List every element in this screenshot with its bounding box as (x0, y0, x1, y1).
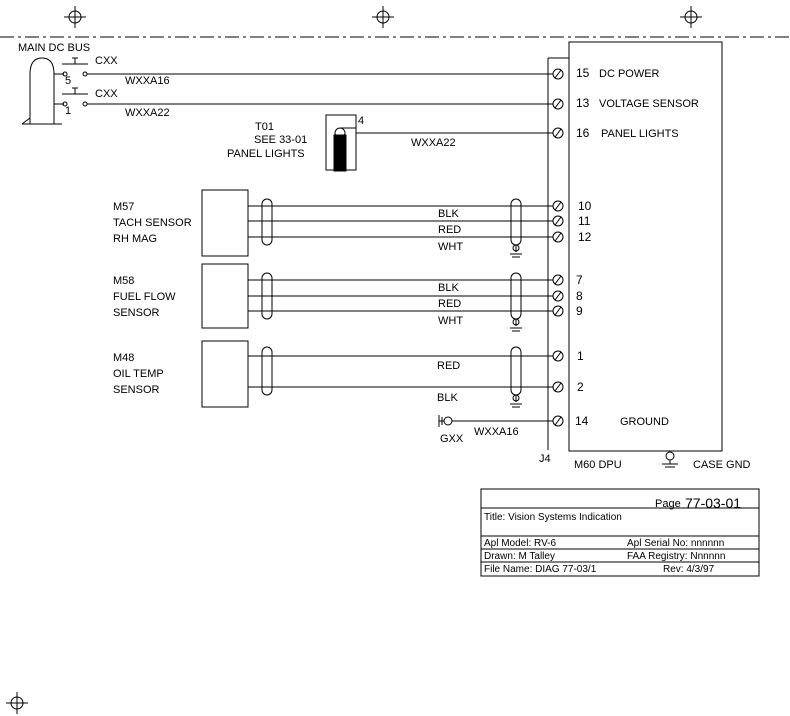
sensor-m58-box (201, 263, 249, 329)
title-block-rev: Rev: 4/3/97 (663, 564, 715, 575)
switch-wire-label: WXXA22 (411, 137, 456, 149)
sensor-m48-wire-2: BLK (437, 392, 458, 404)
terminal-10 (552, 200, 564, 212)
registration-mark-top-3 (680, 6, 702, 28)
breaker-1-number: 1 (65, 105, 71, 117)
sensor-m57-id: M57 (113, 201, 134, 213)
title-block-page-label: Page (655, 498, 681, 510)
terminal-2-pin: 2 (577, 380, 584, 394)
sensor-m48-wires (248, 346, 553, 408)
title-block-file: File Name: DIAG 77-03/1 (484, 564, 597, 575)
switch-t01-lever (333, 134, 347, 172)
terminal-1-pin: 1 (577, 349, 584, 363)
terminal-10-pin: 10 (578, 199, 592, 213)
terminal-12 (552, 231, 564, 243)
sensor-m48-line2: SENSOR (113, 384, 160, 396)
sensor-m58-line1: FUEL FLOW (113, 291, 176, 303)
switch-id: T01 (255, 121, 274, 133)
sensor-m57-box (201, 189, 249, 257)
dpu-connector-label: J4 (539, 453, 551, 465)
title-block-page: 77-03-01 (685, 495, 741, 511)
title-block (480, 488, 760, 577)
terminal-2 (552, 381, 564, 393)
terminal-11-pin: 11 (578, 214, 591, 228)
terminal-16 (552, 127, 564, 139)
sensor-m58-wire-3: WHT (438, 315, 463, 327)
switch-pin: 4 (358, 115, 364, 127)
sensor-m58-line2: SENSOR (113, 307, 160, 319)
case-gnd-label: CASE GND (693, 459, 751, 471)
breaker-5-name: CXX (95, 55, 118, 67)
sensor-m58-wire-2: RED (438, 298, 461, 310)
sensor-m57-wire-3: WHT (438, 241, 463, 253)
title-block-registry: FAA Registry: Nnnnnn (627, 551, 725, 562)
ground-gxx-symbol (438, 415, 553, 427)
breaker-1-wire: WXXA22 (125, 107, 170, 119)
terminal-12-pin: 12 (578, 230, 592, 244)
sensor-m57-wire-1: BLK (438, 208, 459, 220)
terminal-16-label: PANEL LIGHTS (601, 128, 679, 140)
terminal-9 (552, 305, 564, 317)
sensor-m58-wire-1: BLK (438, 282, 459, 294)
breaker-5-wire: WXXA16 (125, 75, 170, 87)
terminal-11 (552, 215, 564, 227)
sensor-m58-id: M58 (113, 275, 134, 287)
sensor-m57-wires (248, 198, 553, 258)
terminal-14-label: GROUND (620, 416, 669, 428)
bus-label: MAIN DC BUS (18, 42, 90, 54)
terminal-7 (552, 274, 564, 286)
terminal-16-pin: 16 (576, 126, 590, 140)
registration-mark-bottom (6, 692, 28, 714)
terminal-8 (552, 290, 564, 302)
terminal-15-label: DC POWER (599, 68, 660, 80)
sensor-m57-line1: TACH SENSOR (113, 217, 192, 229)
terminal-13 (552, 98, 564, 110)
title-block-serial: Apl Serial No: nnnnnn (627, 538, 724, 549)
sensor-m48-box (201, 340, 249, 408)
title-block-title: Title: Vision Systems Indication (484, 512, 622, 523)
terminal-1 (552, 350, 564, 362)
sensor-m48-line1: OIL TEMP (113, 368, 164, 380)
terminal-9-pin: 9 (576, 304, 583, 318)
registration-mark-top-2 (372, 6, 394, 28)
bus-symbol (21, 57, 62, 125)
terminal-8-pin: 8 (576, 289, 583, 303)
terminal-15-pin: 15 (576, 66, 590, 80)
ground-wire-label: WXXA16 (474, 426, 519, 438)
terminal-13-pin: 13 (576, 96, 590, 110)
switch-see: SEE 33-01 (254, 134, 307, 146)
sensor-m57-wire-2: RED (438, 224, 461, 236)
terminal-13-label: VOLTAGE SENSOR (599, 98, 699, 110)
dpu-box (568, 41, 723, 452)
terminal-14 (552, 415, 564, 427)
sensor-m58-wires (248, 272, 553, 332)
terminal-14-pin: 14 (575, 414, 589, 428)
title-block-model: Apl Model: RV-6 (484, 538, 557, 549)
breaker-1-name: CXX (95, 88, 118, 100)
dpu-name: M60 DPU (574, 459, 622, 471)
breaker-5-number: 5 (65, 75, 71, 87)
sensor-m48-id: M48 (113, 352, 134, 364)
terminal-7-pin: 7 (576, 273, 583, 287)
breaker-5 (54, 57, 553, 77)
title-block-drawn: Drawn: M Talley (484, 551, 555, 562)
ground-label: GXX (440, 433, 464, 445)
registration-mark-top-1 (64, 6, 86, 28)
sensor-m57-line2: RH MAG (113, 233, 157, 245)
breaker-1 (54, 87, 553, 107)
sensor-m48-wire-1: RED (437, 360, 460, 372)
case-ground-symbol (662, 451, 678, 468)
terminal-15 (552, 68, 564, 80)
switch-desc: PANEL LIGHTS (227, 148, 305, 160)
